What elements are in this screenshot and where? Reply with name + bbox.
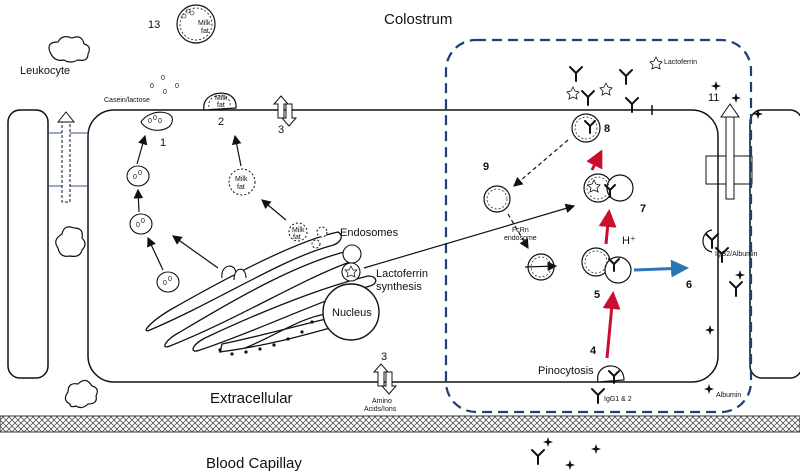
lactoferrin-star-endosome xyxy=(344,265,358,278)
amino-acids-label-2: Acids/Ions xyxy=(364,406,397,413)
lactoferrin-endosomes xyxy=(341,244,362,282)
step-6: 6 xyxy=(686,279,692,291)
svg-text:0: 0 xyxy=(168,276,172,283)
svg-text:0: 0 xyxy=(150,83,154,90)
milk-fat-droplet-label-1: Milk xyxy=(235,176,248,183)
milk-fat-small-label-1: Milk xyxy=(292,227,305,234)
igg2-albumin-label: IgG2/Albumin xyxy=(715,251,758,258)
svg-text:0: 0 xyxy=(153,115,157,122)
leukocyte-cell-bottom xyxy=(64,379,98,409)
pathway-arrows xyxy=(133,134,576,272)
pinocytosis-label: Pinocytosis xyxy=(538,365,594,377)
blood-capillary-label: Blood Capillay xyxy=(206,455,302,472)
igg-transport-region xyxy=(444,38,753,414)
transporter-top xyxy=(272,95,298,127)
step-7: 7 xyxy=(640,203,646,215)
fcrn-label-1: FcRn xyxy=(512,227,529,234)
fcrn-label-2: endosome xyxy=(504,235,537,242)
right-neighbor-cell xyxy=(749,109,800,379)
endosomes-label: Endosomes xyxy=(340,227,399,239)
svg-text:0: 0 xyxy=(161,75,165,82)
svg-text:0: 0 xyxy=(136,222,140,229)
paracellular-arrow-left xyxy=(56,111,76,203)
leukocyte-cell-mid xyxy=(55,226,86,257)
colostrum-label: Colostrum xyxy=(384,11,452,28)
milk-fat-13-label-2: fat xyxy=(201,28,209,35)
recycling-dashed-arrows xyxy=(507,139,569,250)
igg1-2-label: IgG1 & 2 xyxy=(604,396,632,403)
nucleus-label: Nucleus xyxy=(332,307,372,319)
step-3-top: 3 xyxy=(278,124,284,136)
step-11: 11 xyxy=(708,92,719,104)
igg-molecules xyxy=(531,66,743,465)
step-5: 5 xyxy=(594,289,600,301)
step-9: 9 xyxy=(483,161,489,173)
milk-fat-2-label-2: fat xyxy=(217,102,225,109)
step-2: 2 xyxy=(218,116,224,128)
step-1: 1 xyxy=(160,137,166,149)
blue-exocytosis-arrow xyxy=(633,259,689,278)
ribosomes xyxy=(218,320,314,356)
step-4: 4 xyxy=(590,345,597,357)
red-transcytosis-arrows xyxy=(586,149,621,359)
milk-fat-2-label-1: Milk xyxy=(215,95,228,102)
milk-fat-droplet-label-2: fat xyxy=(237,184,245,191)
lactoferrin-synthesis-label-2: synthesis xyxy=(376,281,422,293)
step-13: 13 xyxy=(148,19,160,31)
lactoferrin-stars xyxy=(566,56,663,193)
transporter-bottom xyxy=(372,363,398,395)
lactoferrin-label: Lactoferrin xyxy=(664,59,697,66)
svg-text:0: 0 xyxy=(158,118,162,125)
golgi-buds xyxy=(221,265,247,281)
amino-acids-label-1: Amino xyxy=(372,398,392,405)
albumin-molecules xyxy=(543,81,763,470)
leukocyte-label: Leukocyte xyxy=(20,65,70,77)
lactoferrin-synthesis-label-1: Lactoferrin xyxy=(376,268,428,280)
left-neighbor-cell xyxy=(7,109,49,379)
casein-vesicles xyxy=(126,111,180,293)
extracellular-label: Extracellular xyxy=(210,390,293,407)
milk-fat-13-label-1: Milk xyxy=(198,20,211,27)
milk-fat-small-label-2: fat xyxy=(293,234,301,241)
svg-text:0: 0 xyxy=(163,280,167,287)
svg-text:0: 0 xyxy=(148,118,152,125)
paracellular-arrow-right xyxy=(720,103,740,200)
leukocyte-cell-top xyxy=(48,36,90,63)
milk-fat-globule-secreted xyxy=(176,4,216,44)
milk-fat-exocytosis xyxy=(203,92,237,111)
h-plus-label: H⁺ xyxy=(622,235,636,247)
albumin-label: Albumin xyxy=(716,392,741,399)
svg-text:0: 0 xyxy=(163,89,167,96)
milk-fat-droplets xyxy=(228,168,328,249)
svg-text:0: 0 xyxy=(141,218,145,225)
step-3-bottom: 3 xyxy=(381,351,387,363)
svg-text:0: 0 xyxy=(138,170,142,177)
capillary-band xyxy=(0,415,800,433)
fcrn-vesicles xyxy=(483,113,713,383)
nucleus xyxy=(322,283,380,341)
svg-text:0: 0 xyxy=(133,174,137,181)
casein-lactose-label: Casein/lactose xyxy=(104,97,150,104)
step-8: 8 xyxy=(604,123,610,135)
svg-text:0: 0 xyxy=(175,83,179,90)
